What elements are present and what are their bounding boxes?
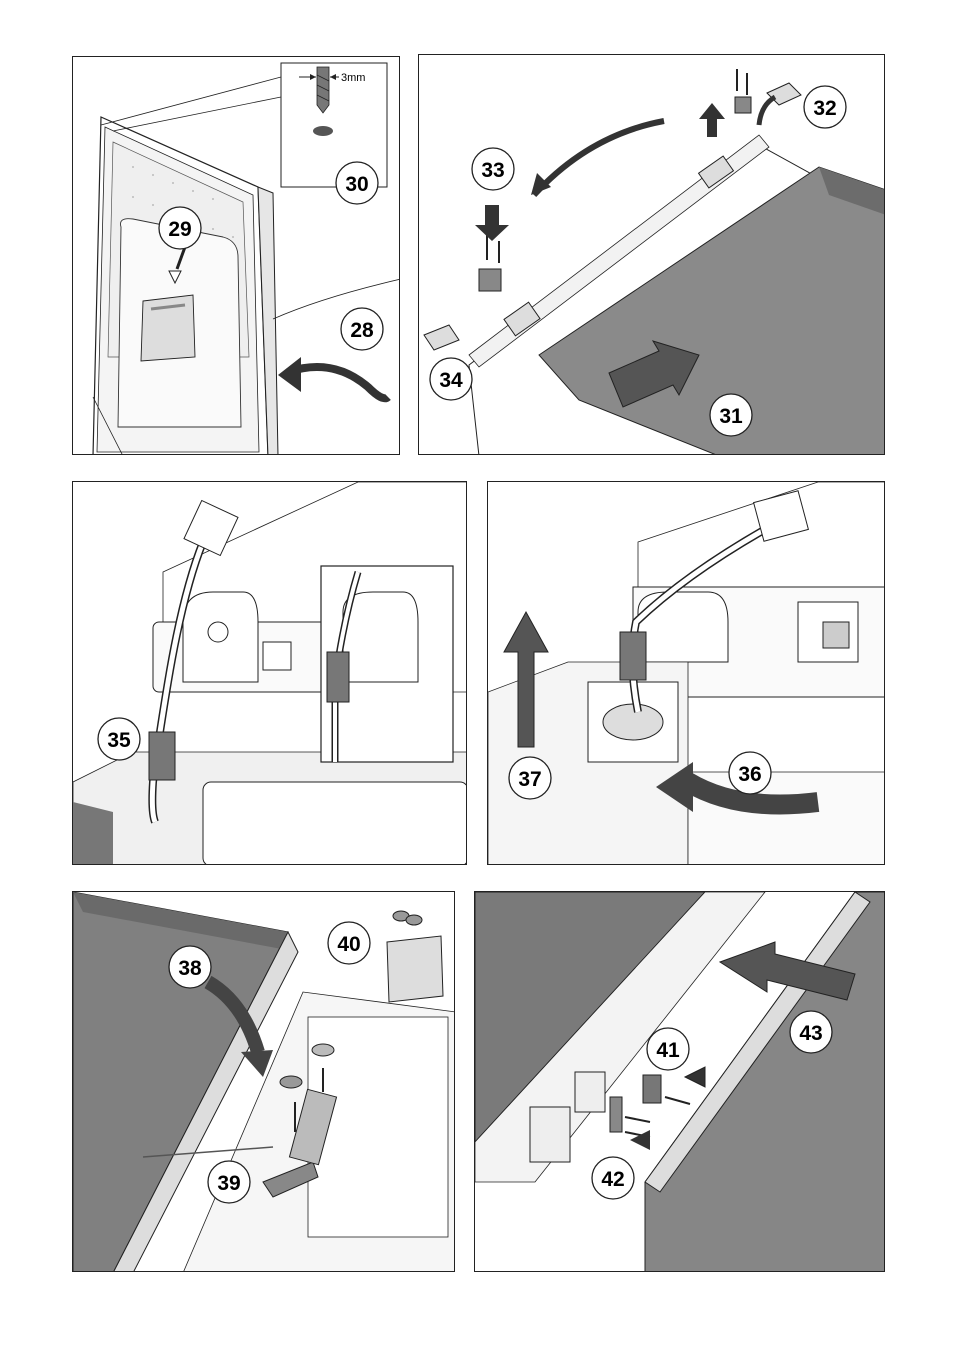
step-number: 43 — [799, 1022, 822, 1045]
panel-lower-hinge: 38 39 40 — [72, 891, 455, 1272]
panel-door-preparation: 3mm 29 30 28 — [72, 56, 400, 455]
drill-dimension-label: 3mm — [341, 72, 365, 84]
door-illustration: 3mm 29 30 28 — [73, 57, 400, 455]
step-number: 36 — [738, 763, 761, 786]
cable-illustration: 35 — [73, 482, 467, 865]
step-number: 34 — [439, 369, 463, 392]
step-number: 35 — [107, 729, 131, 752]
panel-door-mount: 41 42 43 — [474, 891, 885, 1272]
screw-bag-icon — [141, 295, 195, 361]
step-number: 32 — [813, 97, 836, 120]
door-mount-illustration: 41 42 43 — [475, 892, 885, 1272]
step-number: 41 — [656, 1039, 680, 1062]
step-number: 39 — [217, 1172, 240, 1195]
panel-cable-routing: 35 — [72, 481, 467, 865]
step-number: 30 — [345, 173, 368, 196]
step-number: 40 — [337, 933, 360, 956]
step-number: 29 — [168, 218, 191, 241]
cable-insert-illustration: 37 36 — [488, 482, 885, 865]
step-number: 33 — [481, 159, 504, 182]
step-number: 38 — [178, 957, 202, 980]
lower-hinge-illustration: 38 39 40 — [73, 892, 455, 1272]
step-number: 28 — [350, 319, 374, 342]
panel-cable-insert: 37 36 — [487, 481, 885, 865]
screw-bag-icon — [387, 936, 443, 1002]
step-number: 31 — [719, 405, 743, 428]
step-number: 37 — [518, 768, 541, 791]
panel-hinge-transfer: 33 32 34 31 — [418, 54, 885, 455]
step-number: 42 — [601, 1168, 624, 1191]
hinge-illustration: 33 32 34 31 — [419, 55, 885, 455]
